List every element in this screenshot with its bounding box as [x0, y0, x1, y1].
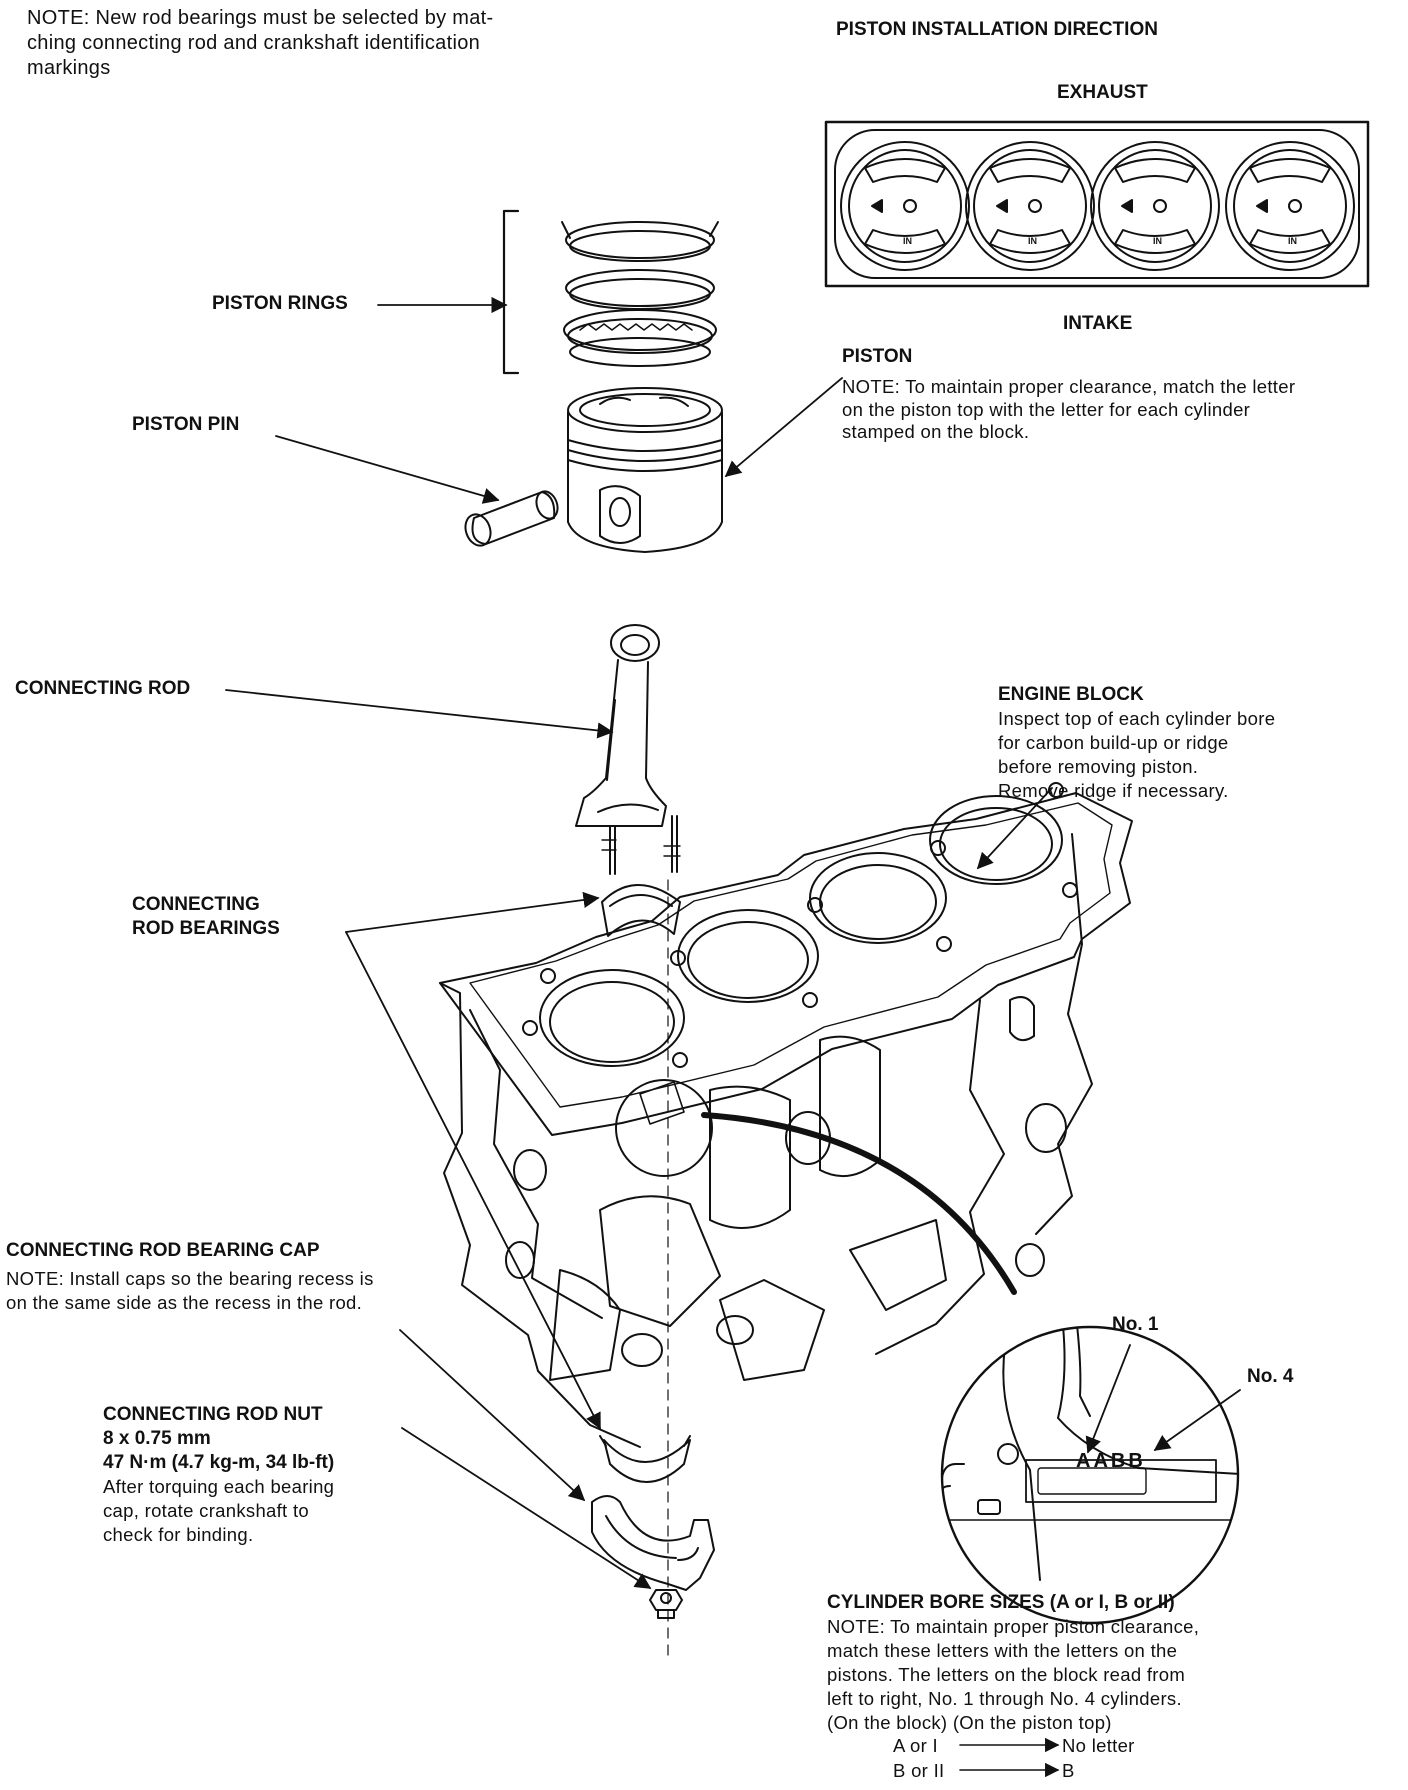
bore-code-stamp: AABB — [1076, 1450, 1146, 1472]
bore-size-arrows — [959, 1737, 1060, 1778]
bore-row-2-right: B — [1062, 1760, 1075, 1781]
piston-drawing — [567, 387, 723, 553]
svg-text:IN: IN — [903, 236, 912, 246]
bore-sizes-label: CYLINDER BORE SIZES (A or I, B or II) — [827, 1592, 1175, 1613]
bearing-cap-drawing — [591, 1495, 715, 1591]
bore-row-2-left: B or II — [893, 1760, 945, 1781]
exhaust-label: EXHAUST — [1057, 82, 1148, 103]
bore-row-1-left: A or I — [893, 1735, 938, 1756]
svg-text:IN: IN — [1028, 236, 1037, 246]
engine-block-note-line-1: Inspect top of each cylinder bore — [998, 708, 1276, 729]
engine-block-note-line-2: for carbon build-up or ridge — [998, 732, 1229, 753]
bore-row-1-right: No letter — [1062, 1735, 1135, 1756]
rod-nut-label: CONNECTING ROD NUT — [103, 1404, 323, 1425]
engine-block-label: ENGINE BLOCK — [998, 684, 1144, 705]
bore-sizes-note-line-5: (On the block) (On the piston top) — [827, 1712, 1112, 1733]
engine-block-note-line-3: before removing piston. — [998, 756, 1199, 777]
bore-sizes-callout: CYLINDER BORE SIZES (A or I, B or II) NO… — [827, 1591, 1199, 1735]
piston-callout: PISTON NOTE: To maintain proper clearanc… — [842, 345, 1295, 443]
bearing-cap-label: CONNECTING ROD BEARING CAP — [6, 1240, 320, 1261]
engine-block-drawing — [439, 782, 1133, 1448]
bore-sizes-note-line-2: match these letters with the letters on … — [827, 1640, 1178, 1661]
bearing-cap-note-line-1: NOTE: Install caps so the bearing recess… — [6, 1268, 374, 1289]
piston-note-line-2: on the piston top with the letter for ea… — [842, 399, 1251, 420]
top-note-line-3: markings — [27, 57, 111, 79]
piston-pin-label: PISTON PIN — [132, 414, 240, 435]
bore-sizes-note-line-3: pistons. The letters on the block read f… — [827, 1664, 1186, 1685]
cylinder-top-4 — [1225, 141, 1355, 271]
piston-rings-label: PISTON RINGS — [212, 293, 348, 314]
connecting-rod-label: CONNECTING ROD — [15, 678, 191, 699]
bearing-cap-note-line-2: on the same side as the recess in the ro… — [6, 1292, 363, 1313]
piston-note-line-1: NOTE: To maintain proper clearance, matc… — [842, 376, 1296, 397]
top-note-line-2: ching connecting rod and crankshaft iden… — [27, 32, 481, 54]
engine-block-callout: ENGINE BLOCK Inspect top of each cylinde… — [998, 683, 1275, 803]
svg-text:IN: IN — [1153, 236, 1162, 246]
bearing-cap-callout: CONNECTING ROD BEARING CAP NOTE: Install… — [6, 1239, 374, 1315]
upper-rod-bearing-drawing — [601, 884, 681, 937]
rod-nut-callout: CONNECTING ROD NUT 8 x 0.75 mm 47 N·m (4… — [103, 1403, 334, 1547]
block-marking-detail — [940, 1325, 1240, 1625]
lower-rod-bearing-drawing — [599, 1435, 691, 1483]
connecting-rod-drawing — [575, 624, 681, 875]
rod-nut-drawing — [649, 1589, 683, 1619]
piston-direction-diagram — [824, 120, 1370, 288]
svg-text:IN: IN — [1288, 236, 1297, 246]
top-note: NOTE: New rod bearings must be selected … — [27, 6, 494, 81]
piston-pin-drawing — [464, 490, 559, 547]
rod-nut-spec-torque: 47 N·m (4.7 kg-m, 34 lb-ft) — [103, 1452, 335, 1473]
rod-bearings-label-line-2: ROD BEARINGS — [132, 918, 280, 939]
rod-nut-note-line-1: After torquing each bearing — [103, 1476, 335, 1497]
cylinder-top-1 — [840, 141, 970, 271]
in-marks: IN IN IN IN — [903, 236, 1297, 246]
rod-nut-note-line-2: cap, rotate crankshaft to — [103, 1500, 309, 1521]
rod-bearings-callout: CONNECTING ROD BEARINGS — [132, 893, 280, 941]
bore-sizes-note-line-4: left to right, No. 1 through No. 4 cylin… — [827, 1688, 1182, 1709]
rod-nut-note-line-3: check for binding. — [103, 1524, 254, 1545]
engine-block-note-line-4: Remove ridge if necessary. — [998, 780, 1229, 801]
leader-lines — [225, 296, 1241, 1589]
cylinder-top-2 — [965, 141, 1095, 271]
piston-note-line-3: stamped on the block. — [842, 421, 1030, 442]
piston-label: PISTON — [842, 346, 913, 367]
top-note-line-1: NOTE: New rod bearings must be selected … — [27, 7, 494, 29]
bore-sizes-note-line-1: NOTE: To maintain proper piston clearanc… — [827, 1616, 1200, 1637]
no1-label: No. 1 — [1112, 1314, 1159, 1335]
piston-rings-drawing — [502, 209, 719, 375]
rod-nut-spec-size: 8 x 0.75 mm — [103, 1428, 211, 1449]
intake-label: INTAKE — [1063, 313, 1133, 334]
cylinder-top-3 — [1090, 141, 1220, 271]
piston-direction-title: PISTON INSTALLATION DIRECTION — [836, 19, 1158, 40]
no4-label: No. 4 — [1247, 1366, 1294, 1387]
rod-bearings-label-line-1: CONNECTING — [132, 894, 260, 915]
